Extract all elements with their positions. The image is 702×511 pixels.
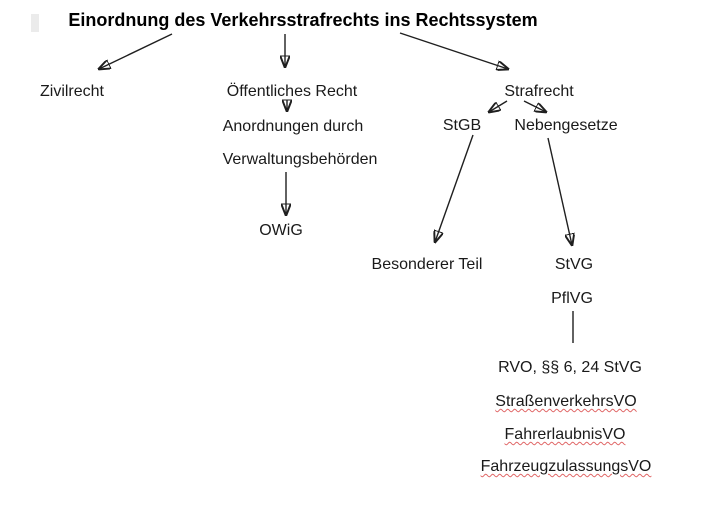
node-strafrecht: Strafrecht	[504, 83, 574, 100]
arrow-strafrecht-to-stgb	[489, 100, 508, 112]
node-rvo-stvg: RVO, §§ 6, 24 StVG	[498, 359, 642, 376]
node-verwaltungsbehoerden: Verwaltungsbehörden	[222, 151, 378, 168]
arrow-title-to-strafrecht	[399, 32, 508, 69]
arrow-nebengesetze-to-stvg	[547, 137, 572, 245]
arrow-strafrecht-to-nebengesetze	[523, 100, 546, 112]
node-strassenverkehrsvo: StraßenverkehrsVO	[495, 393, 637, 410]
diagram-title: Einordnung des Verkehrsstrafrechts ins R…	[68, 10, 538, 30]
node-besonderer-teil: Besonderer Teil	[371, 256, 483, 273]
node-fahrzeugzulassungsvo: FahrzeugzulassungsVO	[480, 458, 652, 475]
node-pflvg: PflVG	[551, 290, 593, 307]
node-oeffentliches-recht: Öffentliches Recht	[226, 83, 358, 100]
node-stgb: StGB	[442, 117, 482, 134]
scan-artifact-mark	[31, 14, 39, 32]
node-zivilrecht: Zivilrecht	[39, 83, 105, 100]
node-nebengesetze: Nebengesetze	[514, 117, 618, 134]
node-owig: OWiG	[259, 222, 303, 239]
node-anordnungen-durch: Anordnungen durch	[222, 118, 364, 135]
node-stvg: StVG	[554, 256, 594, 273]
arrow-stgb-to-besonderer-teil	[435, 134, 474, 242]
arrow-title-to-zivilrecht	[99, 33, 173, 69]
node-fahrerlaubnisvo: FahrerlaubnisVO	[504, 426, 626, 443]
